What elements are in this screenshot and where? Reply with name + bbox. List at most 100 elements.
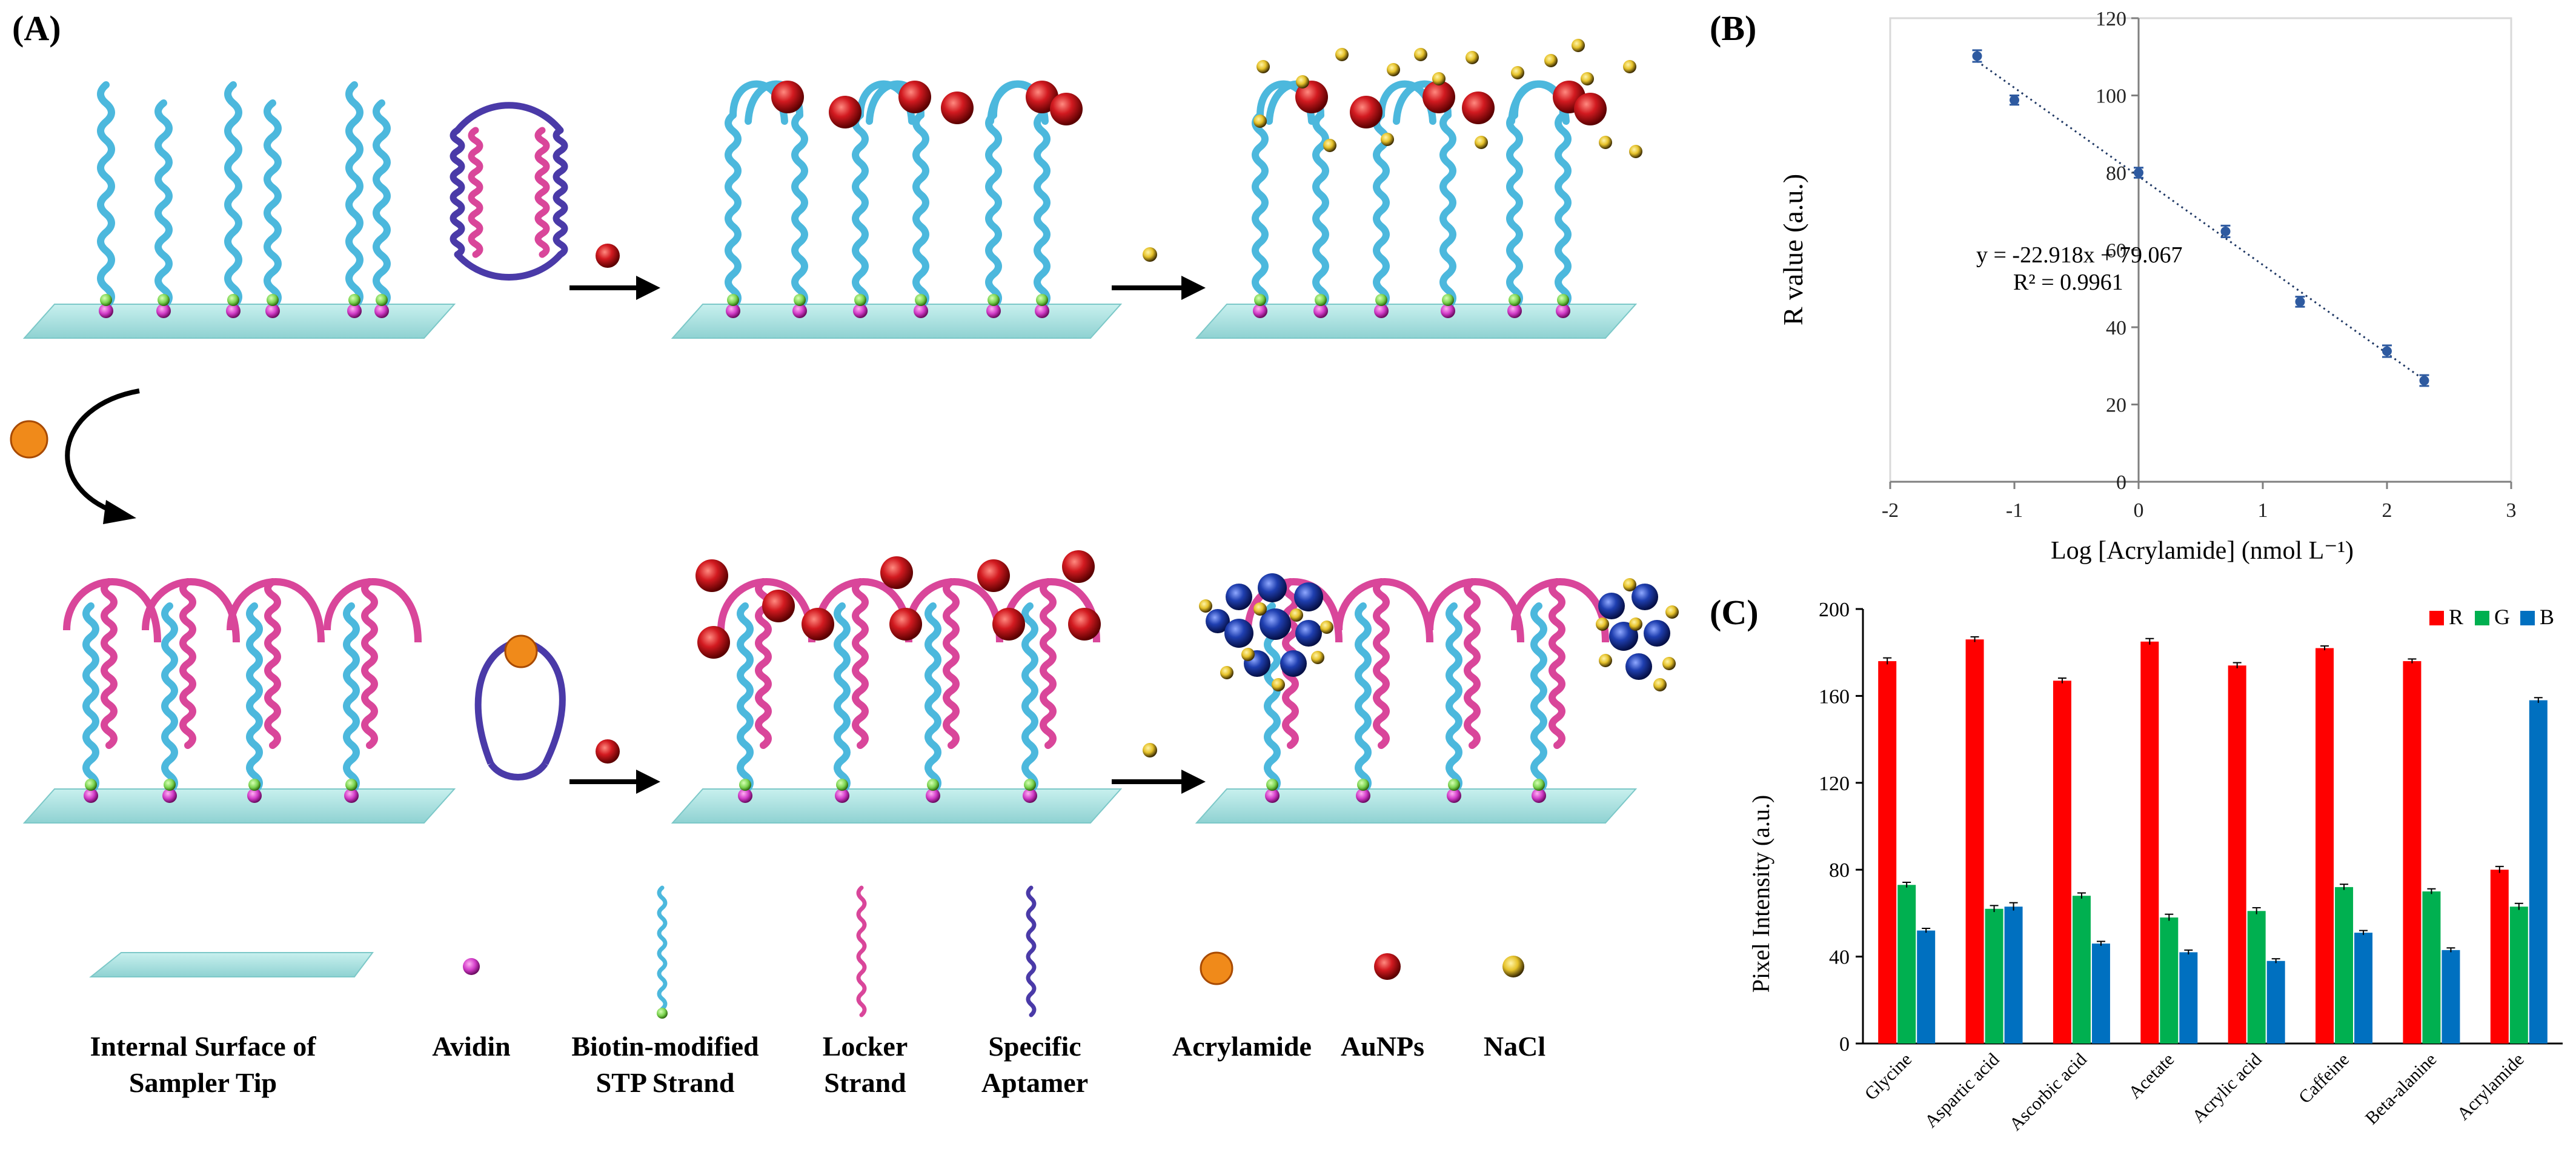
gold-nanoparticle	[762, 590, 795, 622]
aggregated-nanoparticle	[1609, 622, 1638, 651]
bars-c	[1878, 636, 2548, 1043]
biotin-dot	[794, 294, 806, 306]
sampler-tip-surface	[22, 304, 456, 339]
biotin-dot	[1533, 779, 1545, 791]
biotin-dot	[1036, 294, 1048, 306]
biotin-dot	[348, 294, 360, 306]
gold-nanoparticle	[697, 626, 730, 659]
legend-swatch-G	[2475, 611, 2489, 625]
nacl-particle	[1320, 621, 1333, 634]
biotin-dot	[248, 779, 261, 791]
surface-legend-icon	[89, 952, 374, 977]
nacl-particle	[1381, 133, 1394, 146]
bar-B	[2529, 700, 2548, 1043]
stp-strand	[345, 81, 363, 310]
gold-nanoparticle	[977, 559, 1010, 592]
avidin-dot	[84, 788, 98, 803]
nacl-particle	[1143, 743, 1157, 757]
nacl-particle	[1466, 51, 1479, 64]
avidin-dot	[1313, 304, 1328, 318]
avidin-dot	[853, 304, 868, 318]
gold-nanoparticle	[992, 608, 1025, 641]
data-point-b	[2295, 296, 2305, 307]
biotin-dot	[1024, 779, 1036, 791]
gold-nanoparticle	[1026, 81, 1058, 113]
aptamer-strand	[474, 639, 516, 765]
nacl-particle	[1335, 48, 1349, 61]
nacl-particle	[1241, 648, 1255, 661]
regression-r-squared: R² = 0.9961	[2013, 270, 2123, 295]
nacl-particle	[1311, 651, 1324, 664]
legend-locker-line2: Strand	[824, 1067, 906, 1098]
bar-R	[2403, 661, 2422, 1043]
nacl-particle	[1623, 578, 1636, 591]
bar-B	[2004, 907, 2023, 1043]
avidin-dot	[1532, 788, 1546, 803]
locker-hook	[1244, 578, 1343, 643]
category-label-c: Acrylamide	[2453, 1050, 2528, 1124]
locker-strand	[852, 578, 869, 749]
stp-strand	[737, 602, 754, 794]
x-tick-label-b: 0	[2134, 499, 2144, 522]
biotin-dot	[727, 294, 739, 306]
y-tick-label-b: 120	[2096, 8, 2126, 30]
panel-a-schematic: (A) Internal Surface of Sampler Tip Avid…	[10, 8, 1679, 1098]
y-axis-label-c: Pixel Intensity (a.u.)	[1747, 795, 1774, 993]
nacl-particle	[1387, 63, 1400, 76]
aggregated-nanoparticle	[1280, 650, 1307, 677]
biotin-dot	[85, 779, 97, 791]
biotin-dot	[854, 294, 866, 306]
bar-R	[1878, 661, 1897, 1043]
aggregated-nanoparticle	[1294, 582, 1323, 611]
stp-strand	[1555, 112, 1572, 310]
category-label-c: Acetate	[2125, 1050, 2178, 1103]
data-point-b	[2010, 95, 2019, 105]
bar-B	[2442, 950, 2460, 1043]
stp-strand	[1530, 602, 1547, 794]
gold-nanoparticle	[829, 96, 861, 128]
stp-strand	[246, 602, 263, 794]
panel-a-label: (A)	[12, 8, 61, 48]
biotin-dot	[988, 294, 1000, 306]
nacl-particle	[1665, 605, 1679, 619]
legend-aptamer-line2: Aptamer	[981, 1067, 1088, 1098]
gold-nanoparticle	[1068, 608, 1101, 641]
biotin-dot	[164, 779, 176, 791]
biotin-dot	[158, 294, 170, 306]
stp-strand	[1021, 602, 1038, 794]
legend-stp-line2: STP Strand	[596, 1067, 735, 1098]
legend-nacl: NaCl	[1484, 1031, 1545, 1062]
bar-B	[2266, 960, 2285, 1043]
y-tick-label-b: 0	[2116, 471, 2126, 494]
legend-swatch-R	[2429, 611, 2444, 625]
x-axis-label-b: Log [Acrylamide] (nmol L⁻¹)	[2051, 537, 2354, 565]
y-tick-label-c: 40	[1829, 947, 1850, 969]
bar-G	[2072, 896, 2091, 1043]
avidin-dot	[986, 304, 1001, 318]
bar-G	[2335, 887, 2354, 1043]
nacl-particle	[1511, 66, 1524, 79]
avidin-dot	[1023, 788, 1037, 803]
stp-strand	[161, 602, 178, 794]
y-tick-label-c: 120	[1819, 773, 1850, 795]
gold-nanoparticle	[941, 92, 974, 124]
nacl-particle	[1572, 39, 1585, 52]
biotin-dot	[915, 294, 927, 306]
regression-equation: y = -22.918x + 79.067	[1976, 242, 2183, 268]
avidin-dot	[738, 788, 752, 803]
avidin-dot	[1507, 304, 1522, 318]
avidin-dot	[247, 788, 262, 803]
data-point-b	[2134, 168, 2143, 178]
aptamer-loop	[454, 252, 563, 281]
stp-strand	[154, 99, 173, 310]
y-tick-label-b: 60	[2106, 240, 2126, 262]
locker-strand	[534, 127, 550, 258]
stp-strand	[925, 602, 941, 794]
nacl-particle	[1599, 136, 1612, 149]
curved-arrow-head	[103, 500, 136, 524]
aptamer-loop	[488, 761, 548, 781]
process-arrow-head	[1181, 770, 1206, 794]
nacl-particle	[1629, 145, 1642, 158]
